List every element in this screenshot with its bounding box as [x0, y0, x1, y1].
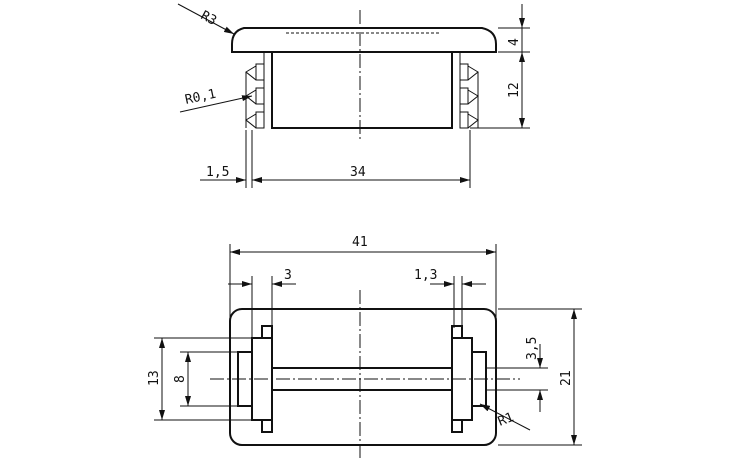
side-view: R3 R0,1 4 12 1,5 34: [177, 3, 530, 188]
left-fins: [245, 63, 265, 129]
dim-15-label: 1,5: [206, 165, 229, 180]
dim-4-label: 4: [507, 38, 522, 46]
dim-3-label: 3: [284, 268, 292, 283]
dim-35-label: 3,5: [525, 337, 540, 360]
right-fins: [459, 63, 479, 129]
dim-21-label: 21: [559, 370, 574, 386]
dim-34-label: 34: [350, 165, 366, 180]
dim-13-label: 1,3: [414, 268, 437, 283]
r1-label: R1: [496, 410, 516, 430]
r1-leader: [479, 403, 531, 431]
dim-13h-label: 13: [147, 370, 162, 386]
plug-body: [271, 52, 453, 129]
dim-41-label: 41: [352, 235, 368, 250]
cap-outline: [231, 27, 497, 53]
r3-label: R3: [198, 8, 219, 29]
top-view: 41 3 1,3 3,5 21 13 8: [147, 235, 582, 458]
r01-leader: [179, 95, 253, 113]
outer-outline: [229, 308, 497, 446]
center-bar: [272, 367, 452, 391]
dim-12-label: 12: [507, 82, 522, 98]
r01-label: R0,1: [184, 87, 218, 108]
dim-8-label: 8: [173, 375, 188, 383]
r3-leader: [177, 3, 235, 35]
